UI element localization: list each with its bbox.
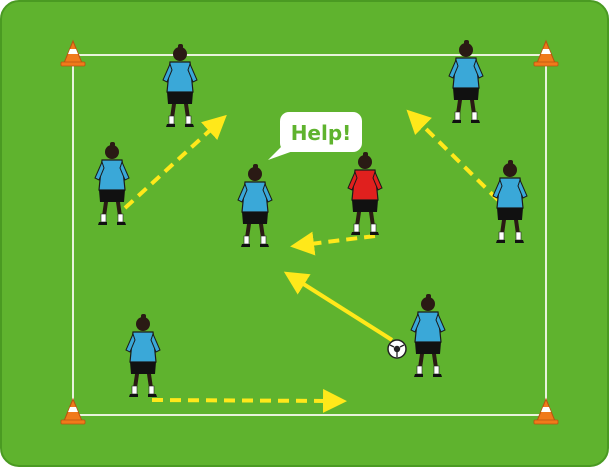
pass-arrow: [283, 271, 394, 342]
speech-bubble: Help!: [268, 112, 362, 160]
run-arrow-right: [406, 109, 500, 202]
run-arrow-left: [123, 114, 227, 210]
pitch-boundary: [72, 54, 547, 416]
bottom-run-arrow: [151, 388, 347, 413]
football-icon: [387, 339, 407, 359]
speech-bubble-text: Help!: [291, 121, 352, 145]
defender-arrow: [290, 231, 376, 256]
